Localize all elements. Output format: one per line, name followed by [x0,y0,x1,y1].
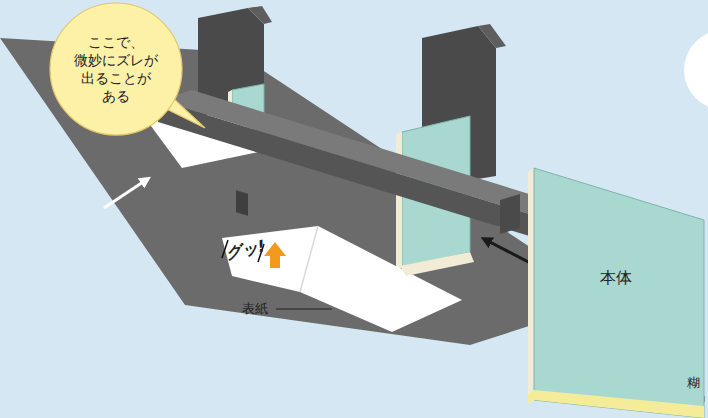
node-text: ここで、 微妙にズレが 出ることが ある [67,33,165,106]
book-cover-face [534,168,704,418]
cover-sheet [222,226,462,332]
fold-line [300,226,318,292]
glue-edge [400,252,474,276]
callout-bubble: ここで、 微妙にズレが 出ることが ある [49,2,183,136]
glue-strip [528,390,704,418]
leader-line [276,309,332,310]
push-arrow [264,242,286,268]
part-label: 表紙 [242,300,268,318]
clamp-rail-top [158,90,568,216]
book-body-shape [528,168,704,418]
callout-bubble-shape [49,2,183,136]
bubble-circle [50,3,182,135]
clamp-rail-front [158,100,536,238]
clamp-block [236,190,248,216]
book-body: 本体 [528,168,704,418]
sound-effect: グッ! [224,236,267,265]
page-edge [528,168,534,404]
back-plate-top [478,24,506,48]
part-label: 糊 [687,374,700,392]
motion-arrow [104,180,146,208]
node-text: 本体 [600,268,632,289]
back-plate-top [248,6,272,24]
background-circle [684,30,708,110]
page-edge [396,132,402,270]
clamp-stop [500,194,520,234]
